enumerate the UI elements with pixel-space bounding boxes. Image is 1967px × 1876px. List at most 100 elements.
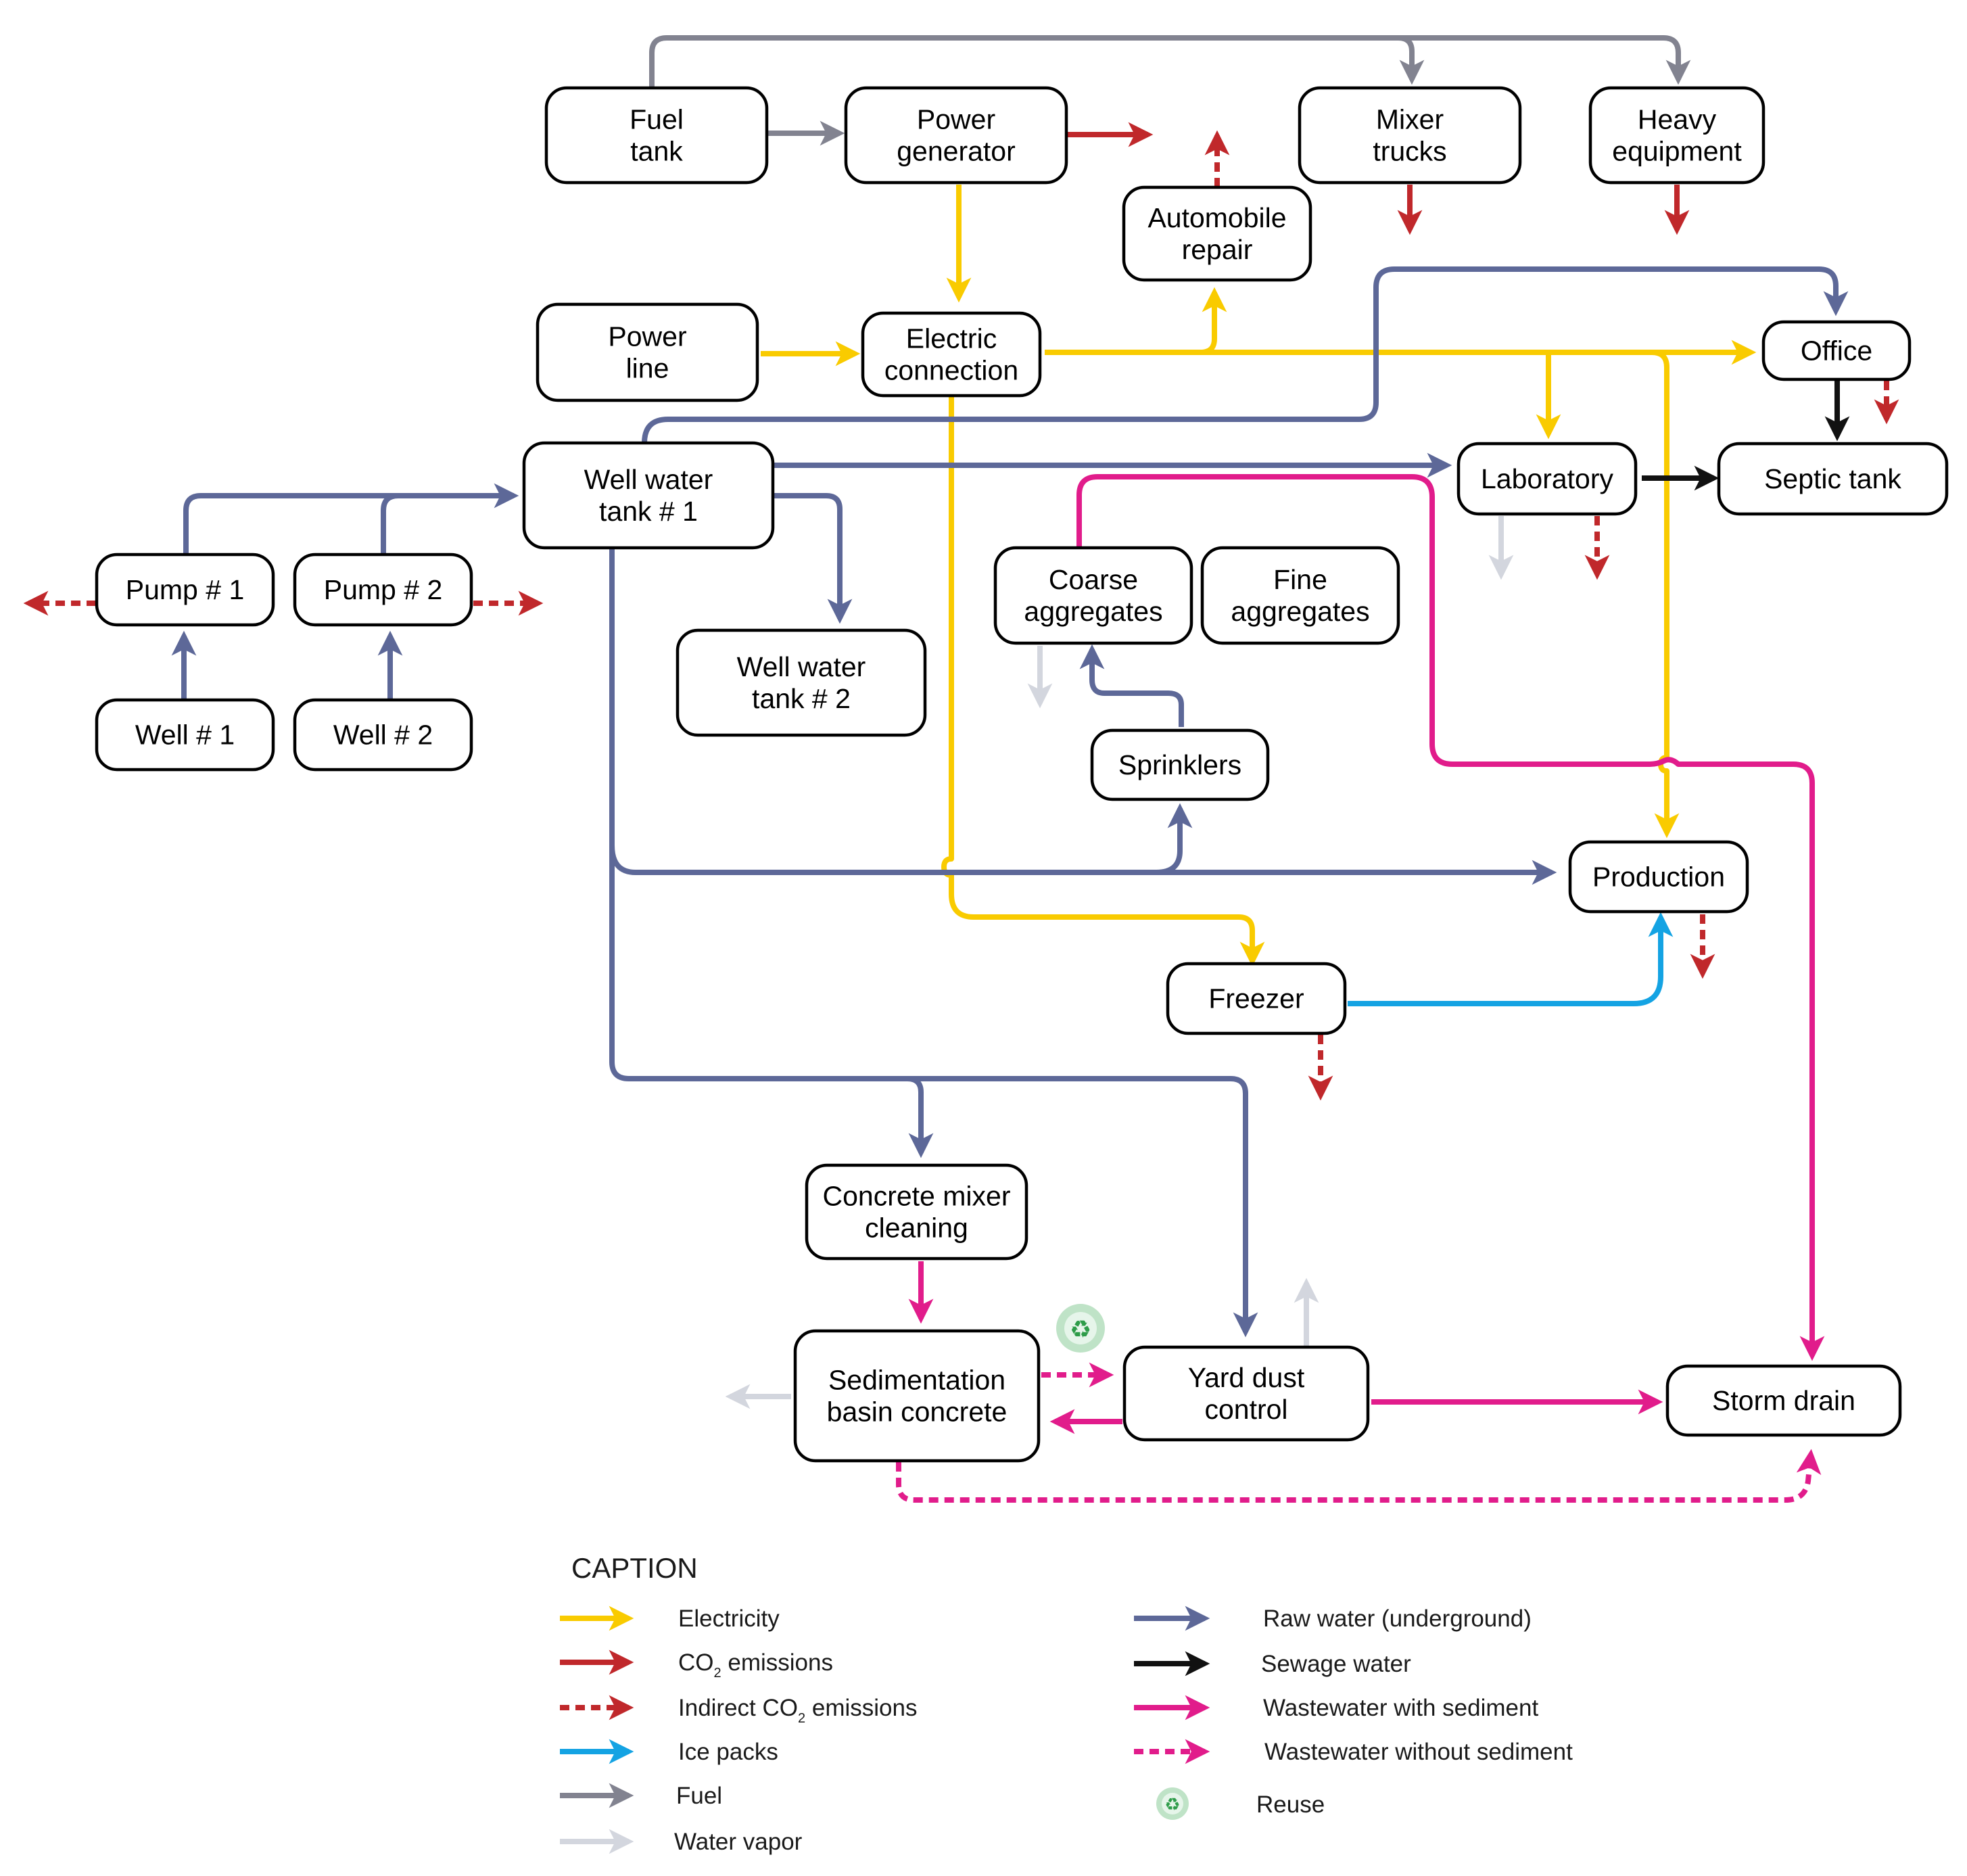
fuel-flows xyxy=(649,35,1691,146)
legend-reuse: ♻ Reuse xyxy=(1156,1787,1325,1820)
legend-electricity: Electricity xyxy=(560,1605,780,1632)
node-box xyxy=(844,86,1068,185)
node-box xyxy=(1456,442,1638,516)
wastewater-coarse-aggregates-to-storm-drain xyxy=(1076,474,1825,1361)
node-label: Electric xyxy=(906,323,997,354)
fuel-to-heavy-equipment xyxy=(1398,35,1691,85)
legend-fuel-label: Fuel xyxy=(676,1783,722,1809)
legend-ice-packs-label: Ice packs xyxy=(678,1739,778,1765)
legend-sewage-water-label: Sewage water xyxy=(1261,1651,1411,1677)
node-label: Fine xyxy=(1273,564,1327,595)
legend-indirect-co2: Indirect CO2 emissions xyxy=(560,1695,917,1726)
legend-wastewater-without-sediment: Wastewater without sediment xyxy=(1134,1739,1573,1765)
node-box xyxy=(1090,728,1270,801)
node-office: Office xyxy=(1761,320,1912,381)
node-storm-drain: Storm drain xyxy=(1665,1364,1902,1437)
legend-fuel: Fuel xyxy=(560,1783,722,1809)
node-pump-1: Pump # 1 xyxy=(95,553,275,627)
node-box xyxy=(293,553,473,627)
node-box xyxy=(1665,1364,1902,1437)
legend-indirect-co2-label: Indirect CO2 emissions xyxy=(678,1695,917,1726)
node-box xyxy=(805,1163,1028,1261)
legend-wastewater-with-sediment: Wastewater with sediment xyxy=(1134,1695,1538,1721)
node-label: aggregates xyxy=(1231,596,1369,627)
node-label: Laboratory xyxy=(1481,463,1614,494)
legend-co2: CO2 emissions xyxy=(560,1649,833,1681)
raw-water-tank-1-to-tank-2 xyxy=(773,493,853,624)
raw-water-to-sprinklers xyxy=(1156,803,1193,875)
node-box xyxy=(1166,962,1347,1035)
node-box xyxy=(1568,840,1749,914)
node-pump-2: Pump # 2 xyxy=(293,553,473,627)
legend-co2-label: CO2 emissions xyxy=(678,1649,833,1681)
raw-water-to-production xyxy=(609,845,1557,885)
node-production: Production xyxy=(1568,840,1749,914)
node-box xyxy=(293,698,473,772)
wastewater-flows xyxy=(896,474,1825,1503)
raw-water-tank-1-to-yard-dust-control xyxy=(609,548,1258,1338)
node-well-1: Well # 1 xyxy=(95,698,275,772)
node-septic-tank: Septic tank xyxy=(1717,442,1949,516)
node-label: equipment xyxy=(1612,136,1742,167)
node-label: cleaning xyxy=(865,1213,968,1244)
legend-water-vapor: Water vapor xyxy=(560,1829,803,1855)
node-label: line xyxy=(626,353,669,384)
node-box xyxy=(861,311,1042,398)
node-label: Freezer xyxy=(1208,983,1304,1014)
node-label: Production xyxy=(1592,862,1725,893)
wastewater-sedimentation-to-storm-drain xyxy=(896,1449,1822,1503)
node-label: Coarse xyxy=(1049,564,1138,595)
node-label: tank xyxy=(630,136,683,167)
node-well-2: Well # 2 xyxy=(293,698,473,772)
node-box xyxy=(1761,320,1912,381)
node-label: Pump # 1 xyxy=(126,574,245,605)
legend-title: CAPTION xyxy=(571,1552,698,1584)
node-label: Septic tank xyxy=(1764,463,1901,494)
recycle-icon: ♻ xyxy=(1056,1304,1105,1353)
node-label: repair xyxy=(1182,234,1253,265)
node-label: Well water xyxy=(737,651,866,682)
node-label: Concrete mixer xyxy=(823,1181,1011,1212)
node-box xyxy=(1717,442,1949,516)
node-box xyxy=(1122,185,1312,282)
fuel-to-mixer-trucks xyxy=(649,35,1425,88)
water-vapor-flows xyxy=(725,516,1514,1409)
node-box xyxy=(1588,86,1765,185)
node-label: generator xyxy=(897,136,1016,167)
node-box xyxy=(95,553,275,627)
node-label: tank # 2 xyxy=(752,683,851,714)
raw-water-flows xyxy=(171,266,1849,1338)
node-label: Mixer xyxy=(1376,104,1444,135)
node-label: Well water xyxy=(584,464,713,495)
co2-flows xyxy=(23,122,1899,1101)
electricity-to-automobile-repair xyxy=(1200,287,1227,355)
legend-raw-water: Raw water (underground) xyxy=(1134,1605,1532,1632)
node-label: aggregates xyxy=(1024,596,1162,627)
node-box xyxy=(95,698,275,772)
legend-water-vapor-label: Water vapor xyxy=(674,1829,803,1855)
raw-water-tank-1-to-office xyxy=(642,266,1849,444)
node-box xyxy=(544,86,769,185)
node-label: Sprinklers xyxy=(1118,749,1241,780)
node-freezer: Freezer xyxy=(1166,962,1347,1035)
node-label: trucks xyxy=(1373,136,1446,167)
raw-water-sprinklers-to-coarse-aggregates xyxy=(1079,644,1184,727)
node-label: Well # 1 xyxy=(135,720,235,751)
node-label: basin concrete xyxy=(827,1397,1008,1428)
node-label: Sedimentation xyxy=(828,1365,1005,1396)
sewage-flows xyxy=(1642,381,1850,491)
electricity-to-freezer xyxy=(941,397,1265,967)
svg-text:♻: ♻ xyxy=(1070,1316,1091,1344)
